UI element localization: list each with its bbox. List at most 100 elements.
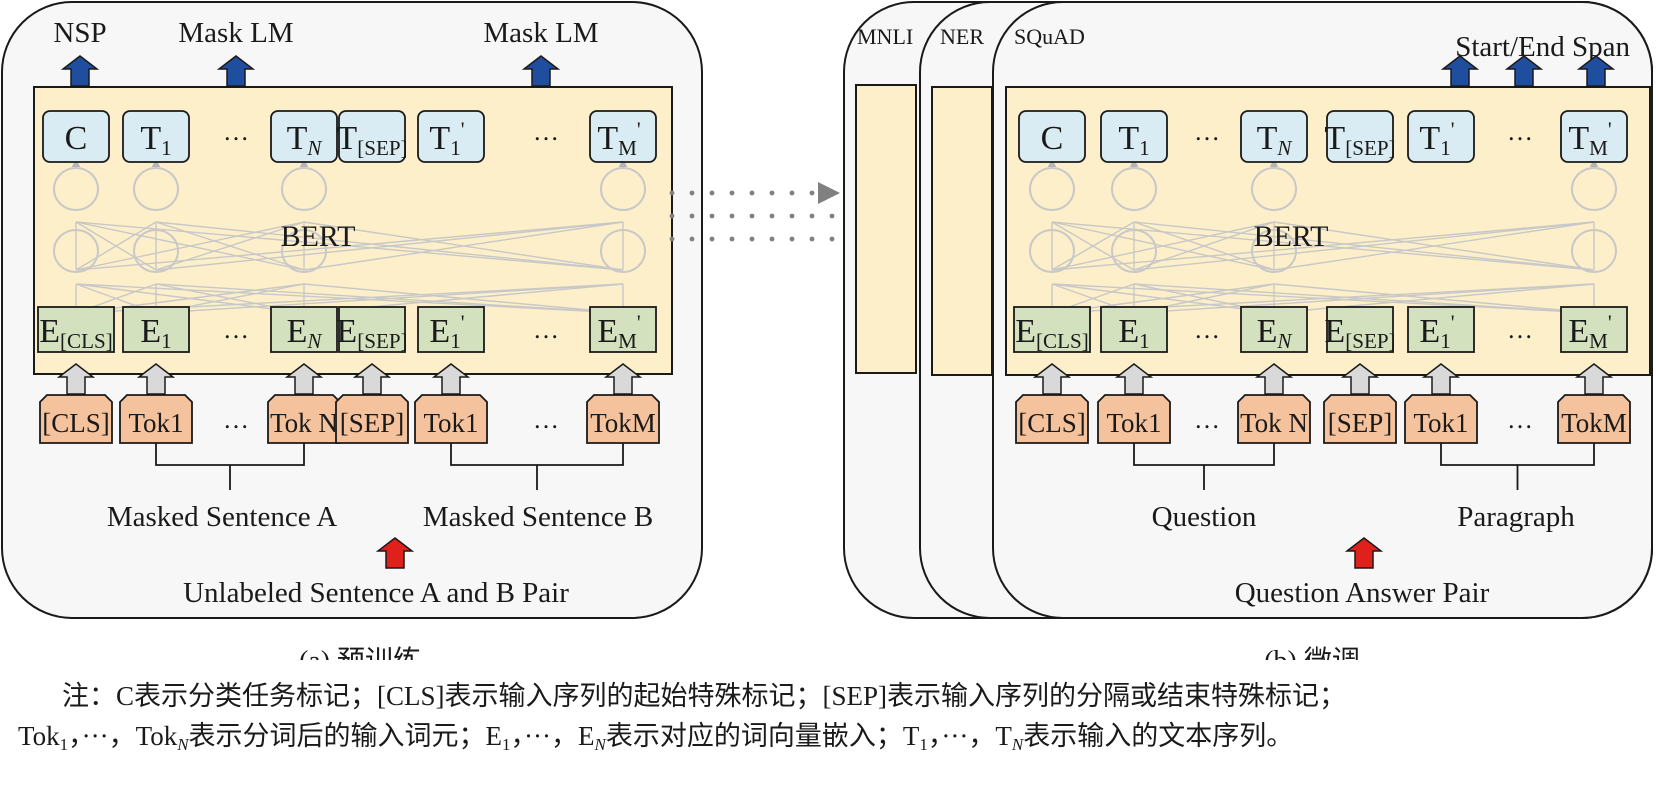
attention-link xyxy=(75,221,624,271)
output-label: T[SEP] xyxy=(336,120,407,160)
embedding: EN xyxy=(1240,306,1308,353)
transformer-node xyxy=(1571,229,1617,273)
task-label-ner: NER xyxy=(940,24,984,49)
note-tok: Tok xyxy=(18,721,60,751)
attention-link xyxy=(155,283,624,314)
connector-dot xyxy=(689,190,695,196)
attention-link xyxy=(1273,283,1595,314)
embedding: E[SEP] xyxy=(1324,306,1396,353)
input-arrow xyxy=(1032,363,1072,395)
connector-dot xyxy=(729,190,735,196)
embedding-label: E[SEP] xyxy=(1324,313,1395,353)
transformer-node xyxy=(600,229,646,273)
note-e: E xyxy=(485,721,503,751)
note-sub: 1 xyxy=(502,735,511,754)
segment-b-label: Masked Sentence B xyxy=(423,501,653,533)
token-label: [SEP] xyxy=(1328,408,1393,438)
input-arrow xyxy=(1574,363,1614,395)
connector-dot xyxy=(689,213,695,219)
note-sub: N xyxy=(177,735,189,754)
connector-dot xyxy=(829,236,835,242)
input-arrow xyxy=(136,363,176,395)
attention-link xyxy=(1051,221,1275,271)
embedding-label: EM' xyxy=(1568,310,1611,353)
ellipsis: … xyxy=(1194,315,1220,344)
embedding: E[SEP] xyxy=(336,306,408,353)
output-label: T1' xyxy=(1419,117,1454,160)
attention-link xyxy=(75,283,624,314)
output-token: T[SEP] xyxy=(336,110,408,163)
input-pair-arrow xyxy=(1344,537,1384,569)
output-label: T1 xyxy=(140,120,171,160)
output-token: TN xyxy=(270,110,338,163)
input-arrow xyxy=(1421,363,1461,395)
token-label: Tok1 xyxy=(128,408,183,438)
output-token: T1' xyxy=(1407,110,1475,163)
output-label: TM' xyxy=(1568,117,1611,160)
note-sub: N xyxy=(594,735,606,754)
ellipsis: … xyxy=(1194,117,1220,146)
token-box xyxy=(39,394,113,444)
note-desc: 表示对应的词向量嵌入； xyxy=(605,721,903,751)
output-box xyxy=(338,110,406,163)
input-token: TokM xyxy=(586,394,660,444)
input-arrow xyxy=(56,363,96,395)
attention-link xyxy=(75,221,157,271)
output-token: T1' xyxy=(417,110,485,163)
transformer-node xyxy=(1029,229,1075,273)
embedding-label: EM' xyxy=(597,310,640,353)
token-label: TokM xyxy=(1561,408,1627,438)
input-pair-label: Unlabeled Sentence A and B Pair xyxy=(183,577,569,609)
embedding-box xyxy=(1013,306,1091,353)
output-box xyxy=(42,110,110,163)
ellipsis: … xyxy=(533,405,559,434)
start-end-span-label: Start/End Span xyxy=(1455,31,1630,63)
output-box xyxy=(589,110,657,163)
embedding-box xyxy=(1326,306,1394,353)
attention-link xyxy=(1133,283,1595,314)
input-token: [CLS] xyxy=(1015,394,1089,444)
embedding-label: EN xyxy=(287,313,324,353)
ellipsis: … xyxy=(1507,315,1533,344)
token-box xyxy=(586,394,660,444)
connector-arrowhead xyxy=(818,182,840,204)
token-label: TokM xyxy=(590,408,656,438)
attention-link xyxy=(1273,221,1595,271)
input-arrow xyxy=(1254,363,1294,395)
token-box xyxy=(414,394,488,444)
attention-link xyxy=(303,283,624,314)
embedding-box xyxy=(417,306,485,353)
output-label: TN xyxy=(287,120,324,160)
input-token: [SEP] xyxy=(335,394,409,444)
connector-dot xyxy=(789,213,795,219)
token-label: Tok N xyxy=(270,408,338,438)
ellipsis: … xyxy=(223,117,249,146)
token-label: Tok1 xyxy=(1413,408,1468,438)
task-label-squad: SQuAD xyxy=(1014,24,1085,49)
output-label: C xyxy=(65,120,88,157)
embedding-label: E1' xyxy=(429,310,464,353)
token-box xyxy=(1557,394,1631,444)
input-token: [SEP] xyxy=(1323,394,1397,444)
input-arrow xyxy=(603,363,643,395)
embedding-box xyxy=(338,306,406,353)
connector-dot xyxy=(749,236,755,242)
figure-note: 注：C表示分类任务标记；[CLS]表示输入序列的起始特殊标记；[SEP]表示输入… xyxy=(18,676,1648,765)
connector-dot xyxy=(729,236,735,242)
connector-dot xyxy=(689,236,695,242)
input-token: Tok N xyxy=(267,394,341,444)
output-token: TN xyxy=(1240,110,1308,163)
input-token: Tok1 xyxy=(1097,394,1171,444)
output-box xyxy=(1326,110,1394,163)
connector-dot xyxy=(749,190,755,196)
token-box xyxy=(1097,394,1171,444)
embedding-box xyxy=(589,306,657,353)
connector-dot xyxy=(749,213,755,219)
embedding-label: E[SEP] xyxy=(336,313,407,353)
output-box xyxy=(1240,110,1308,163)
ellipsis: … xyxy=(533,117,559,146)
note-line-1: 注：C表示分类任务标记；[CLS]表示输入序列的起始特殊标记；[SEP]表示输入… xyxy=(62,681,1347,711)
attention-link xyxy=(155,221,305,271)
token-box xyxy=(1323,394,1397,444)
